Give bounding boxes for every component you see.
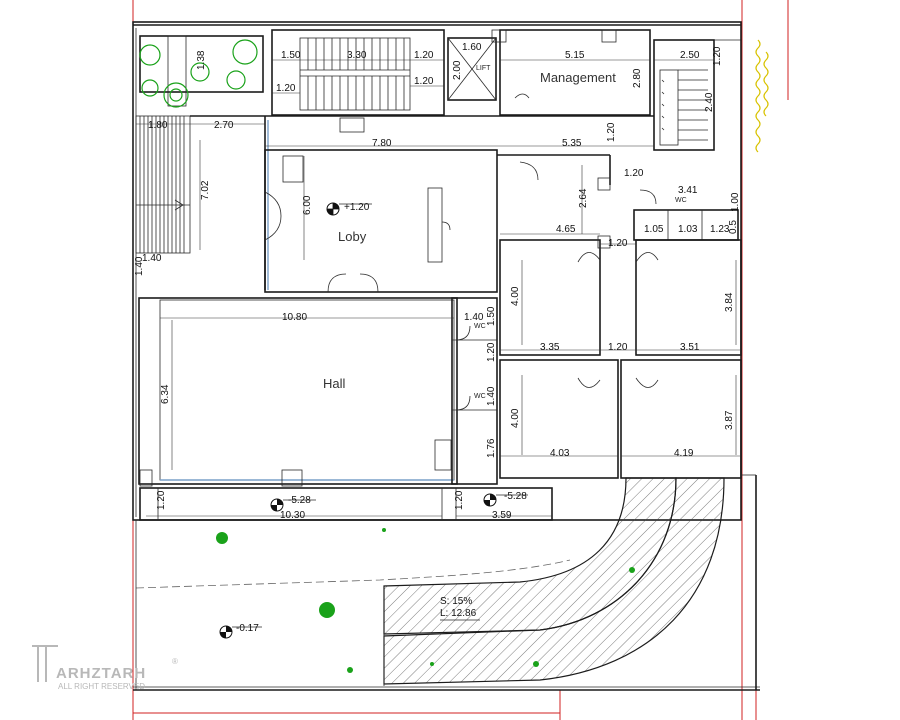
hall-block — [138, 297, 498, 487]
level-label-loby: +1.20 — [344, 202, 370, 213]
dim-stair-right: 1.20 — [414, 50, 434, 61]
watermark-brand: ARHZTARH — [56, 665, 146, 682]
room-label-management: Management — [540, 70, 616, 85]
dim-office-d-width: 4.19 — [674, 448, 694, 459]
level-label-south-right: -5.28 — [504, 491, 527, 502]
dim-office-a-width: 3.35 — [540, 342, 560, 353]
ramp-slope-label: S: 15% — [440, 596, 472, 607]
dim-management-side: 1.20 — [606, 122, 617, 142]
dim-south-d: 3.59 — [492, 510, 512, 521]
room-label-loby: Loby — [338, 229, 367, 244]
lift-shaft — [447, 37, 497, 101]
dim-south-b: 10.30 — [280, 510, 305, 521]
watermark: ARHZTARH ® ALL RIGHT RESERVED — [32, 645, 178, 691]
dim-office-c-width: 4.03 — [550, 448, 570, 459]
dim-lift-width: 1.60 — [462, 42, 482, 53]
dim-corridor: 7.80 — [372, 138, 392, 149]
dim-east-gap: 1.20 — [624, 168, 644, 179]
dim-hall-width: 10.80 — [282, 312, 307, 323]
dim-office-b-height: 3.84 — [724, 292, 735, 312]
level-label-south-left: -5.28 — [288, 495, 311, 506]
level-marker-loby: +1.20 — [326, 202, 372, 216]
garden — [139, 35, 264, 108]
management-room — [499, 29, 651, 116]
dim-entry-height: 1.40 — [134, 256, 145, 276]
level-marker-south-right: -5.28 — [483, 491, 528, 507]
dim-mid-width: 4.65 — [556, 224, 576, 235]
dim-stair-left: 1.50 — [281, 50, 301, 61]
lobby-room — [264, 149, 498, 293]
dim-corridor-2: 5.35 — [562, 138, 582, 149]
dim-side-wc-height-3: 1.40 — [486, 386, 497, 406]
main-stair — [299, 37, 411, 111]
south-strip — [139, 487, 553, 521]
dim-lobby-height: 6.00 — [302, 195, 313, 215]
dim-stair-right-2: 1.20 — [414, 76, 434, 87]
dim-side-wc-height-2: 1.20 — [486, 342, 497, 362]
level-marker-south-left: -5.28 — [270, 495, 316, 512]
watermark-logo-icon — [32, 645, 58, 682]
watermark-sub: ALL RIGHT RESERVED — [58, 682, 145, 691]
dim-east-stair-width: 2.50 — [680, 50, 700, 61]
dim-wc-width-3: 1.23 — [710, 224, 730, 235]
ramp-length-label: L: 12.86 — [440, 608, 477, 619]
dim-office-d-height: 3.87 — [724, 410, 735, 430]
hall-room — [138, 297, 458, 485]
yard-plants — [216, 528, 635, 673]
north-block — [271, 29, 651, 133]
margin-annotation — [755, 39, 769, 153]
dim-south-a: 1.20 — [156, 490, 167, 510]
dim-east-stair-height: 2.40 — [704, 92, 715, 112]
dim-east-width: 3.41 — [678, 185, 698, 196]
dim-mid-gap: 1.20 — [608, 238, 628, 249]
dim-south-c: 1.20 — [454, 490, 465, 510]
east-stair — [653, 39, 741, 151]
dim-management-height: 2.80 — [632, 68, 643, 88]
room-label-wc-b: WC — [474, 323, 486, 330]
yard — [133, 474, 760, 691]
level-marker-yard: -0.17 — [219, 623, 262, 639]
dim-lobby-top: 2.70 — [214, 120, 234, 131]
room-label-wc-c: WC — [474, 393, 486, 400]
dim-stair-top: 3.30 — [347, 50, 367, 61]
dim-side-wc-width: 1.40 — [464, 312, 484, 323]
dim-left-strip: 1.80 — [148, 120, 168, 131]
dim-office-b-width: 3.51 — [680, 342, 700, 353]
dim-office-c-height: 4.00 — [510, 408, 521, 428]
room-label-lift: LIFT — [476, 65, 491, 72]
watermark-reg: ® — [172, 657, 178, 666]
dimension-lines — [136, 59, 741, 517]
dim-wc-small: 0.5 — [728, 220, 739, 234]
dim-stair-left-2: 1.20 — [276, 83, 296, 94]
dim-east-stair-side: 1.20 — [712, 46, 723, 66]
west-ramp — [135, 115, 191, 254]
dim-lift-height: 2.00 — [452, 60, 463, 80]
dim-side-wc-height-4: 1.76 — [486, 438, 497, 458]
dim-wc-width-1: 1.05 — [644, 224, 664, 235]
curved-ramp — [383, 477, 725, 686]
dim-management-width: 5.15 — [565, 50, 585, 61]
dim-office-gap: 1.20 — [608, 342, 628, 353]
dim-hall-height: 6.34 — [160, 384, 171, 404]
room-label-wc-a: WC — [675, 197, 687, 204]
dim-vertical-left: 7.02 — [200, 180, 211, 200]
dim-mid-height: 2.64 — [578, 188, 589, 208]
dim-wc-width-2: 1.03 — [678, 224, 698, 235]
level-label-yard: -0.17 — [236, 623, 259, 634]
dim-side-wc-height: 1.50 — [486, 306, 497, 326]
dim-entry-width: 1.40 — [142, 253, 162, 264]
dim-office-a-height: 4.00 — [510, 286, 521, 306]
dimension-labels: 3.30 1.50 1.20 1.20 1.20 1.60 2.00 5.15 … — [134, 42, 741, 521]
room-label-hall: Hall — [323, 376, 346, 391]
dim-garden-height: 1.38 — [196, 50, 207, 70]
lobby-block — [190, 115, 654, 293]
dim-east-side: 1.00 — [730, 192, 741, 212]
offices — [499, 177, 742, 479]
